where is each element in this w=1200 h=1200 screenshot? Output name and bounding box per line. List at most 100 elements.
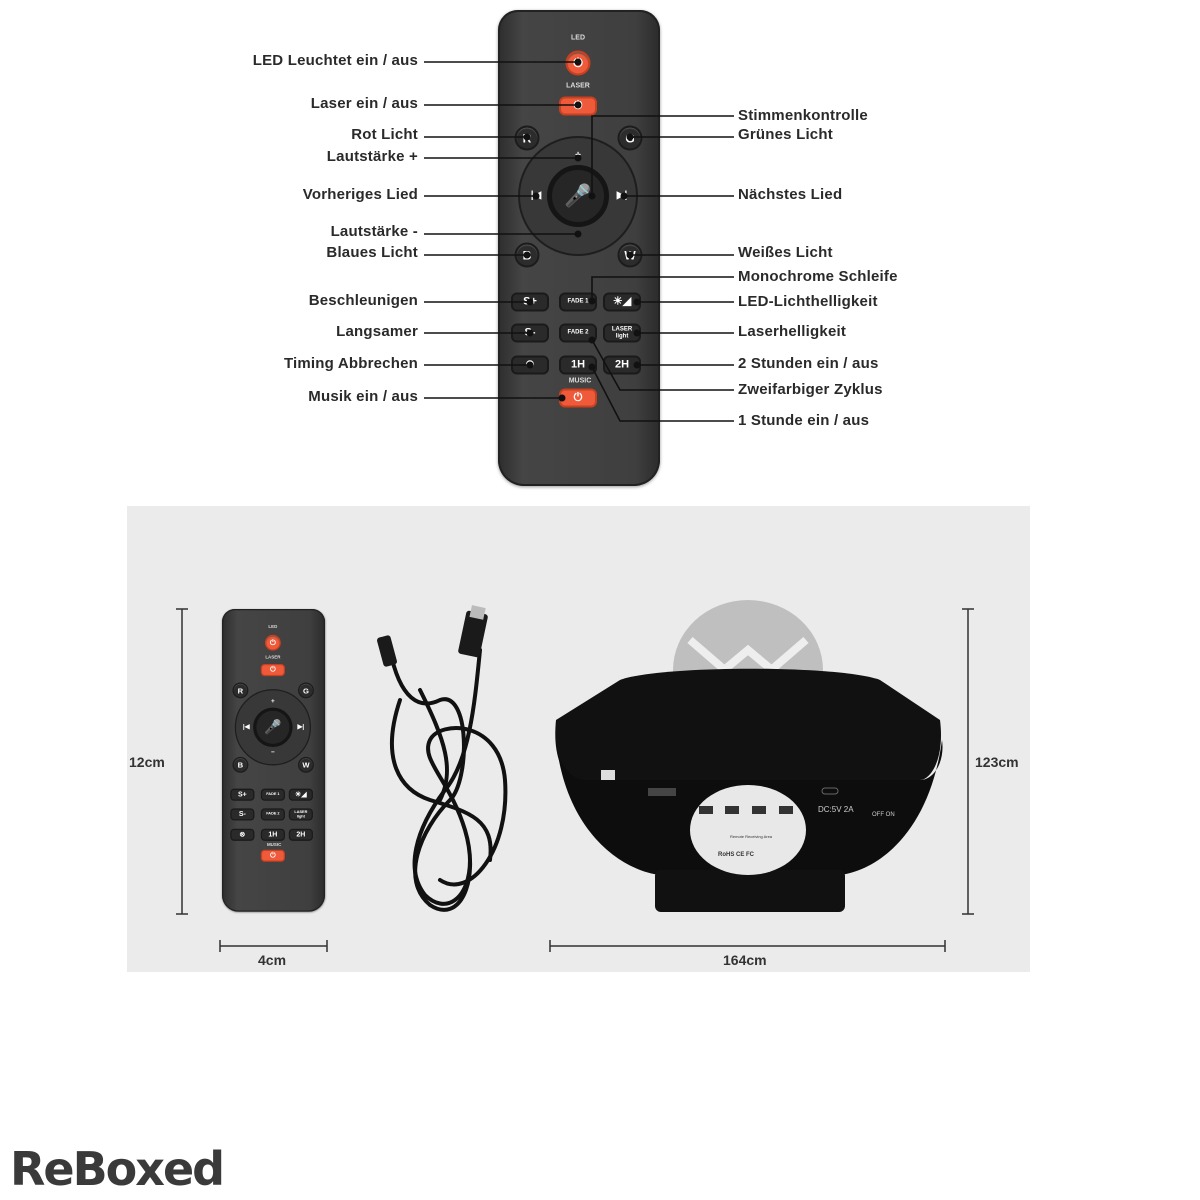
led-power-button[interactable]: ⏻ [264, 634, 281, 651]
label-white-light: Weißes Licht [738, 244, 833, 261]
label-volume-down: Lautstärke - [330, 223, 418, 240]
remote-control-large: LED ⏻ LASER ⏻ R G 🎤 + |◀ ▶| − B W S+ FADE 1 ☀◢ S- FADE 2 L… [498, 10, 660, 486]
lamp-base [655, 870, 845, 912]
speed-up-button[interactable]: S+ [230, 788, 255, 801]
white-light-button[interactable]: W [298, 756, 314, 773]
laser-power-button[interactable]: ⏻ [260, 664, 285, 677]
label-laser-toggle: Laser ein / aus [310, 95, 418, 112]
dim-lamp-width-line [549, 940, 946, 952]
led-brightness-button[interactable]: ☀◢ [288, 788, 313, 801]
led-caption: LED [571, 34, 585, 42]
speed-up-button[interactable]: S+ [511, 292, 549, 312]
next-song-icon: ▶| [297, 723, 305, 731]
receiver-text: Remote Receiving Area [730, 834, 773, 839]
cancel-timer-button[interactable]: ⊗ [511, 355, 549, 375]
laser-power-button[interactable]: ⏻ [559, 96, 597, 116]
next-song-button[interactable]: ▶| [616, 190, 628, 201]
red-light-button[interactable]: R [514, 125, 540, 151]
music-caption: MUSIC [266, 842, 282, 848]
dimension-lines [176, 608, 974, 952]
blue-light-button[interactable]: B [514, 242, 540, 268]
2h-timer-button[interactable]: 2H [288, 828, 313, 841]
usb-cable [388, 648, 508, 912]
laser-caption: LASER [566, 82, 590, 90]
volume-up-button[interactable]: + [575, 150, 581, 161]
slower-button[interactable]: S- [511, 323, 549, 343]
laser-brightness-button[interactable]: LASER light [603, 323, 641, 343]
volume-down-button[interactable]: − [271, 748, 275, 756]
fade2-button[interactable]: FADE 2 [559, 323, 597, 343]
green-light-button[interactable]: G [298, 682, 314, 699]
usb-c-port [821, 787, 839, 795]
remote-width-label: 4cm [258, 952, 287, 968]
fade1-button[interactable]: FADE 1 [559, 292, 597, 312]
brightness-knob [648, 788, 676, 796]
power-icon: ⏻ [573, 391, 583, 404]
slower-button[interactable]: S- [230, 808, 255, 821]
power-icon: ⏻ [269, 637, 276, 647]
music-power-button[interactable]: ⏻ [559, 388, 597, 408]
previous-song-icon: |◀ [530, 190, 542, 201]
label-volume-up: Lautstärke + [326, 148, 418, 165]
remote-height-label: 12cm [129, 754, 165, 770]
power-icon: ⏻ [270, 665, 276, 674]
led-caption: LED [268, 624, 278, 630]
white-light-button[interactable]: W [617, 242, 643, 268]
label-next-song: Nächstes Lied [738, 186, 843, 203]
next-song-button[interactable]: ▶| [297, 723, 305, 731]
microphone-icon: 🎤 [564, 183, 592, 208]
label-laser-brightness: Laserhelligkeit [738, 323, 847, 340]
volume-down-button[interactable]: − [575, 230, 581, 241]
green-light-button[interactable]: G [617, 125, 643, 151]
laser-caption: LASER [265, 655, 281, 660]
product-illustrations: DC:5V 2A OFF ON Remote Receiving Area Ro… [176, 600, 974, 952]
usb-port [601, 770, 615, 780]
voice-control-button[interactable]: 🎤 [253, 707, 293, 748]
label-cancel-timer: Timing Abbrechen [283, 355, 418, 372]
label-green-light: Grünes Licht [738, 126, 833, 143]
label-led-brightness: LED-Lichthelligkeit [738, 293, 878, 310]
previous-song-icon: |◀ [242, 723, 250, 731]
led-brightness-icon: ☀◢ [612, 295, 632, 308]
label-mono-loop: Monochrome Schleife [738, 268, 898, 285]
power-icon: ⏻ [573, 55, 583, 70]
previous-song-button[interactable]: |◀ [530, 190, 542, 201]
red-light-button[interactable]: R [232, 682, 249, 699]
label-music-toggle: Musik ein / aus [308, 388, 418, 405]
voice-control-button[interactable]: 🎤 [547, 165, 609, 227]
previous-song-button[interactable]: |◀ [242, 723, 250, 731]
star-projector-lamp: DC:5V 2A OFF ON Remote Receiving Area Ro… [555, 600, 943, 912]
1h-timer-button[interactable]: 1H [260, 828, 285, 841]
music-caption: MUSIC [568, 377, 592, 385]
blue-light-button[interactable]: B [232, 756, 249, 773]
cancel-timer-button[interactable]: ⊗ [230, 828, 255, 841]
label-two-color-cycle: Zweifarbiger Zyklus [738, 381, 883, 398]
music-power-button[interactable]: ⏻ [260, 849, 285, 862]
label-voice-control: Stimmenkontrolle [738, 107, 868, 124]
volume-up-button[interactable]: + [271, 698, 275, 706]
cancel-timer-icon: ⊗ [525, 358, 535, 371]
label-sticker [690, 785, 806, 875]
label-speed-up: Beschleunigen [308, 292, 418, 309]
reboxed-logo: ReBoxed [10, 1142, 225, 1196]
2h-timer-button[interactable]: 2H [603, 355, 641, 375]
dim-remote-height-line [176, 608, 188, 915]
fade2-button[interactable]: FADE 2 [260, 808, 285, 821]
microphone-icon: 🎤 [264, 719, 282, 735]
led-brightness-button[interactable]: ☀◢ [603, 292, 641, 312]
next-song-icon: ▶| [616, 190, 628, 201]
fade1-button[interactable]: FADE 1 [260, 788, 285, 801]
led-brightness-icon: ☀◢ [295, 790, 307, 799]
cancel-timer-icon: ⊗ [239, 830, 246, 839]
led-power-button[interactable]: ⏻ [565, 50, 591, 76]
laser-brightness-button[interactable]: LASER light [288, 808, 313, 821]
dim-lamp-height-line [962, 608, 974, 915]
label-slower: Langsamer [336, 323, 418, 340]
power-icon: ⏻ [573, 99, 583, 112]
switch-text: OFF ON [872, 812, 895, 818]
dim-remote-width-line [219, 940, 328, 952]
1h-timer-button[interactable]: 1H [559, 355, 597, 375]
power-spec-text: DC:5V 2A [818, 805, 854, 814]
